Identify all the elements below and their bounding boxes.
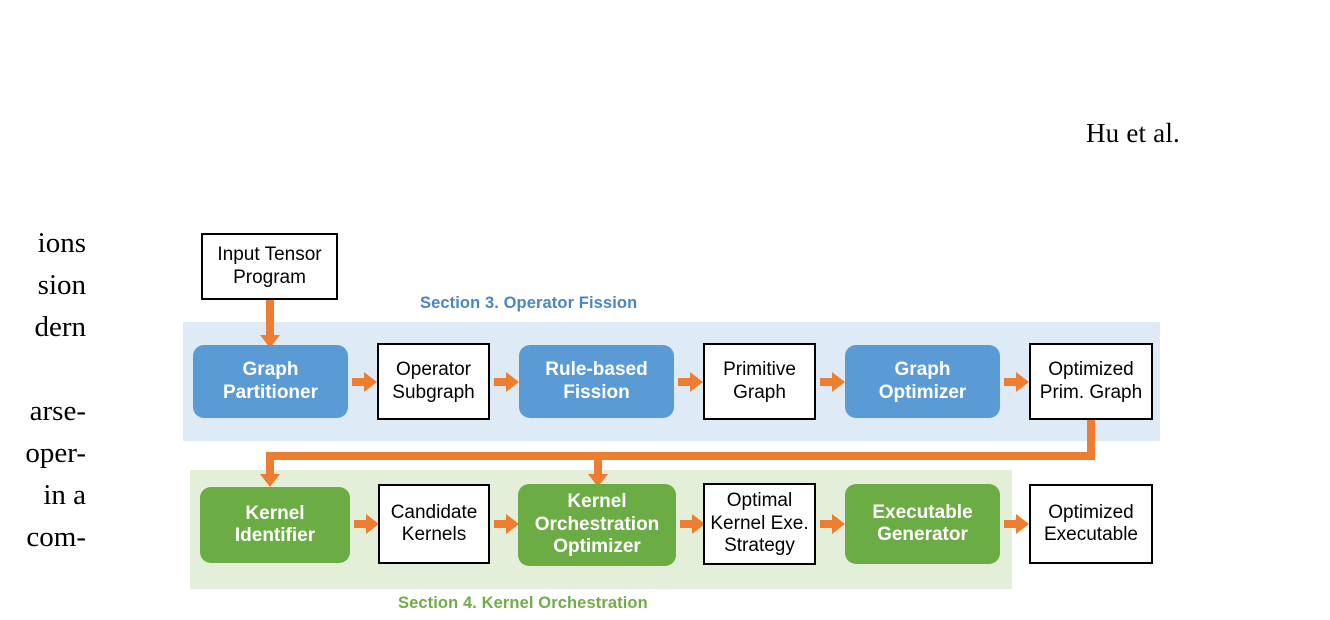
node-line-1: Input Tensor xyxy=(217,244,322,266)
arrow-graph-partitioner-to-operator-subgraph xyxy=(352,372,377,392)
node-line-2: Fission xyxy=(563,381,630,403)
section-3-label: Section 3. Operator Fission xyxy=(420,294,638,312)
node-line-1: Candidate xyxy=(390,501,478,523)
body-text-line: com- xyxy=(26,521,86,553)
node-optimized-prim-graph[interactable]: Optimized Prim. Graph xyxy=(1029,343,1153,420)
node-line-2: Optimizer xyxy=(878,381,967,403)
node-line-1: Graph xyxy=(894,359,951,381)
node-input-tensor-program[interactable]: Input Tensor Program xyxy=(201,233,338,300)
node-line-1: Graph xyxy=(242,359,299,381)
page-body-text-column: ions sion dern arse- oper- in a com- xyxy=(0,222,86,558)
node-line-2: Orchestration xyxy=(534,513,660,535)
running-head: Hu et al. xyxy=(1085,118,1180,148)
arrow-kernel-identifier-to-candidate-kernels xyxy=(354,514,379,534)
arrow-executable-generator-to-optimized-executable xyxy=(1004,514,1029,534)
arrow-input-to-graph-partitioner xyxy=(260,300,280,348)
node-line-3: Strategy xyxy=(724,535,795,557)
body-text-line: arse- xyxy=(29,395,86,427)
arrow-operator-subgraph-to-rule-based-fission xyxy=(494,372,519,392)
arrow-rule-based-fission-to-primitive-graph xyxy=(678,372,703,392)
arrow-bus-to-kernel-identifier xyxy=(260,452,280,487)
arrow-optimal-kernel-exe-strategy-to-executable-generator xyxy=(820,514,845,534)
node-line-1: Kernel xyxy=(245,502,305,524)
node-line-2: Program xyxy=(233,266,306,288)
node-graph-optimizer[interactable]: Graph Optimizer xyxy=(845,345,1000,418)
arrow-kernel-orchestration-optimizer-to-optimal-kernel-exe-strategy xyxy=(680,514,705,534)
node-rule-based-fission[interactable]: Rule-based Fission xyxy=(519,345,674,418)
body-text-line: sion xyxy=(37,269,86,301)
node-line-1: Rule-based xyxy=(545,359,648,381)
arrow-primitive-graph-to-graph-optimizer xyxy=(820,372,845,392)
node-candidate-kernels[interactable]: Candidate Kernels xyxy=(378,484,490,564)
node-line-1: Executable xyxy=(872,501,973,523)
node-kernel-orchestration-optimizer[interactable]: Kernel Orchestration Optimizer xyxy=(518,484,676,566)
node-line-2: Graph xyxy=(733,381,786,403)
node-line-1: Kernel xyxy=(567,491,627,513)
node-line-2: Partitioner xyxy=(222,381,319,403)
node-line-2: Generator xyxy=(877,524,968,545)
arrow-candidate-kernels-to-kernel-orchestration-optimizer xyxy=(494,514,519,534)
node-line-1: Optimal xyxy=(726,490,793,512)
node-line-2: Kernel Exe. xyxy=(710,512,809,534)
node-line-1: Primitive xyxy=(723,359,796,381)
arrow-graph-optimizer-to-optimized-prim-graph xyxy=(1004,372,1029,392)
node-executable-generator[interactable]: Executable Generator xyxy=(845,484,1000,564)
node-line-2: Subgraph xyxy=(392,381,475,403)
body-text-line: in a xyxy=(43,479,86,511)
body-text-line: oper- xyxy=(25,437,86,469)
connector-horizontal-bus xyxy=(266,452,1095,460)
node-line-1: Optimized xyxy=(1048,501,1134,523)
body-text-line: dern xyxy=(34,311,86,343)
node-line-2: Kernels xyxy=(401,524,467,545)
node-optimized-executable[interactable]: Optimized Executable xyxy=(1029,484,1153,564)
node-line-1: Optimized xyxy=(1048,359,1134,381)
node-graph-partitioner[interactable]: Graph Partitioner xyxy=(193,345,348,418)
node-line-1: Operator xyxy=(396,359,471,381)
node-operator-subgraph[interactable]: Operator Subgraph xyxy=(377,343,490,420)
node-line-2: Executable xyxy=(1043,524,1138,545)
node-line-2: Prim. Graph xyxy=(1039,381,1143,403)
body-text-line: ions xyxy=(37,227,86,259)
node-line-2: Identifier xyxy=(234,525,316,546)
connector-down-from-optimized-prim-graph xyxy=(1087,420,1095,452)
node-primitive-graph[interactable]: Primitive Graph xyxy=(703,343,816,420)
node-line-3: Optimizer xyxy=(553,536,641,558)
node-optimal-kernel-exe-strategy[interactable]: Optimal Kernel Exe. Strategy xyxy=(703,483,816,565)
node-kernel-identifier[interactable]: Kernel Identifier xyxy=(200,487,350,563)
section-4-label: Section 4. Kernel Orchestration xyxy=(398,594,648,612)
arrow-bus-to-kernel-orchestration-optimizer xyxy=(588,452,608,487)
